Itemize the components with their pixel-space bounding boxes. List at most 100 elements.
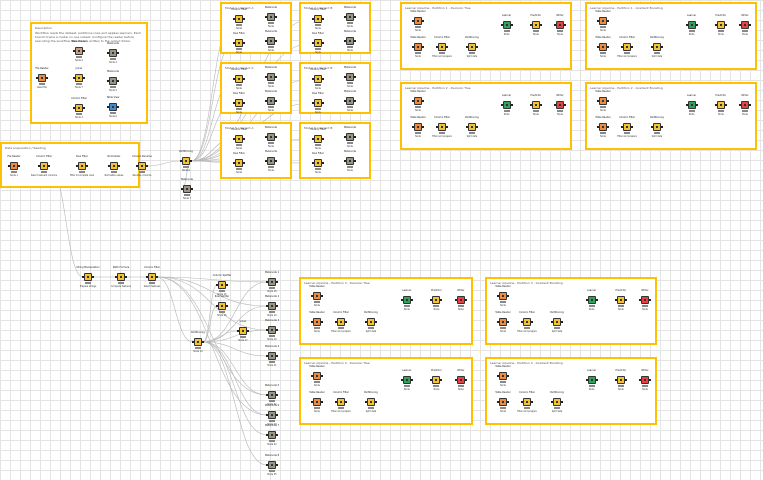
- input-port[interactable]: [233, 102, 235, 104]
- output-port[interactable]: [476, 46, 478, 48]
- input-port[interactable]: [454, 299, 457, 301]
- input-port[interactable]: [312, 18, 314, 20]
- output-port[interactable]: [275, 76, 277, 78]
- input-port[interactable]: [614, 299, 617, 301]
- input-port[interactable]: [436, 126, 438, 128]
- output-port[interactable]: [322, 42, 324, 44]
- output-port[interactable]: [276, 305, 278, 307]
- input-port[interactable]: [265, 76, 267, 78]
- output-port[interactable]: [510, 24, 513, 26]
- input-port[interactable]: [738, 24, 741, 26]
- output-port[interactable]: [243, 162, 245, 164]
- output-port[interactable]: [354, 40, 356, 42]
- output-port[interactable]: [226, 305, 228, 307]
- output-port[interactable]: [410, 299, 413, 301]
- input-port[interactable]: [529, 24, 532, 26]
- input-port[interactable]: [181, 188, 183, 190]
- output-port[interactable]: [446, 126, 448, 128]
- output-port[interactable]: [631, 126, 633, 128]
- output-port[interactable]: [226, 284, 228, 286]
- output-port[interactable]: [321, 375, 323, 377]
- output-port[interactable]: [354, 136, 356, 138]
- input-port[interactable]: [365, 401, 367, 403]
- input-port[interactable]: [233, 162, 235, 164]
- output-port[interactable]: [531, 401, 533, 403]
- input-port[interactable]: [344, 40, 346, 42]
- input-port[interactable]: [266, 414, 268, 416]
- output-port[interactable]: [118, 165, 120, 167]
- input-port[interactable]: [82, 276, 84, 278]
- input-port[interactable]: [265, 16, 267, 18]
- output-port[interactable]: [422, 20, 424, 22]
- input-port[interactable]: [266, 394, 268, 396]
- annotation-tr1[interactable]: Learner pipeline - Partition 1 - Decisio…: [400, 2, 572, 70]
- input-port[interactable]: [714, 104, 717, 106]
- output-port[interactable]: [117, 52, 119, 54]
- input-port[interactable]: [38, 165, 40, 167]
- input-port[interactable]: [344, 160, 346, 162]
- output-port[interactable]: [125, 276, 127, 278]
- annotation-br1[interactable]: Learner pipeline - Partition 3 - Decisio…: [299, 277, 473, 345]
- annotation-br4[interactable]: Learner pipeline - Partition 4 - Gradien…: [485, 357, 657, 425]
- output-port[interactable]: [507, 375, 509, 377]
- input-port[interactable]: [638, 379, 641, 381]
- output-port[interactable]: [507, 321, 509, 323]
- output-port[interactable]: [243, 18, 245, 20]
- output-port[interactable]: [247, 330, 249, 332]
- input-port[interactable]: [529, 104, 532, 106]
- output-port[interactable]: [607, 126, 609, 128]
- output-port[interactable]: [243, 78, 245, 80]
- output-port[interactable]: [631, 46, 633, 48]
- input-port[interactable]: [430, 299, 433, 301]
- annotation-m5[interactable]: Model 5 / Variant A: [220, 122, 292, 179]
- output-port[interactable]: [92, 276, 94, 278]
- output-port[interactable]: [422, 126, 424, 128]
- output-port[interactable]: [83, 107, 85, 109]
- output-port[interactable]: [276, 434, 278, 436]
- input-port[interactable]: [8, 165, 10, 167]
- input-port[interactable]: [312, 102, 314, 104]
- input-port[interactable]: [233, 138, 235, 140]
- output-port[interactable]: [607, 46, 609, 48]
- output-port[interactable]: [321, 295, 323, 297]
- output-port[interactable]: [354, 160, 356, 162]
- input-port[interactable]: [497, 321, 499, 323]
- input-port[interactable]: [466, 126, 468, 128]
- output-port[interactable]: [354, 100, 356, 102]
- output-port[interactable]: [275, 160, 277, 162]
- input-port[interactable]: [521, 321, 523, 323]
